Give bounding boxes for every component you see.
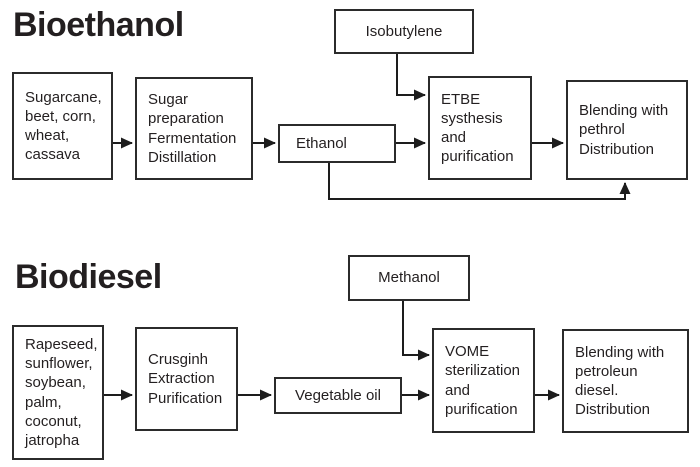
node-ethanol: Ethanol (278, 124, 396, 163)
node-biodiesel-blending: Blending with petroleun diesel. Distribu… (562, 329, 689, 433)
node-bioethanol-blending: Blending with pethrol Distribution (566, 80, 688, 180)
node-isobutylene: Isobutylene (334, 9, 474, 54)
node-biodiesel-feedstock: Rapeseed, sunflower, soybean, palm, coco… (12, 325, 104, 460)
arrow-methanol-to-vome (402, 301, 430, 361)
node-vegetable-oil: Vegetable oil (274, 377, 402, 414)
arrow-isobutylene-to-etbe (396, 54, 426, 101)
node-methanol: Methanol (348, 255, 470, 301)
node-biodiesel-process: Crusginh Extraction Purification (135, 327, 238, 431)
bioethanol-title: Bioethanol (13, 6, 184, 44)
node-bioethanol-feedstock: Sugarcane, beet, corn, wheat, cassava (12, 72, 113, 180)
biodiesel-title: Biodiesel (15, 258, 162, 296)
node-etbe-synthesis: ETBE systhesis and purification (428, 76, 532, 180)
node-vome-sterilization: VOME sterilization and purification (432, 328, 535, 433)
node-bioethanol-process: Sugar preparation Fermentation Distillat… (135, 77, 253, 180)
